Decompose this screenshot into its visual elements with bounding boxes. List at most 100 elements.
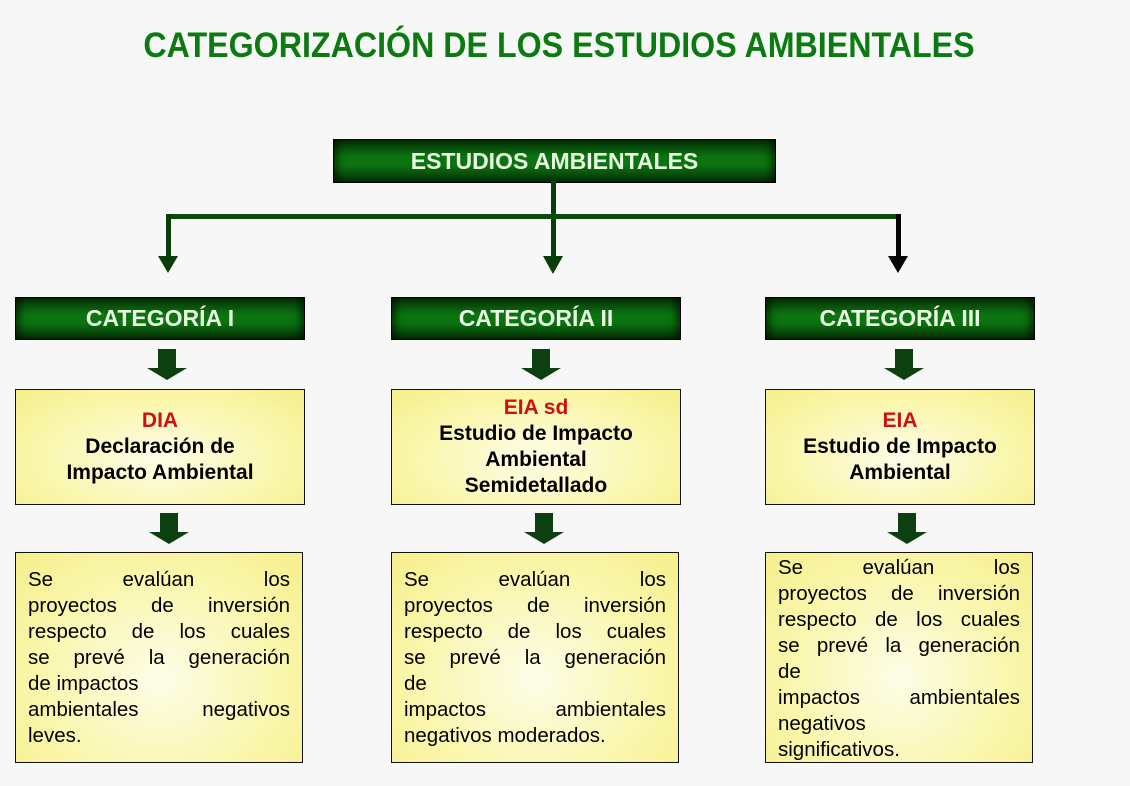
description-line: impactos ambientales [778, 685, 1020, 711]
arrowhead-down-icon [158, 256, 178, 273]
description-line: significativos. [778, 737, 1020, 763]
category-3-document-box: EIA Estudio de Impacto Ambiental [765, 389, 1035, 505]
description-word: los [263, 568, 290, 591]
description-line: de [778, 659, 1020, 685]
arrowhead-down-icon [888, 256, 908, 273]
document-name-line: Impacto Ambiental [66, 461, 254, 484]
block-arrow-down-icon [884, 349, 924, 380]
description-word: generación [188, 646, 290, 669]
description-word: la [148, 646, 165, 669]
description-word: ambientales [555, 698, 666, 721]
document-name-line: Semidetallado [464, 474, 608, 497]
description-word: Se [28, 568, 54, 591]
description-word: los [916, 608, 943, 631]
description-word: los [639, 568, 666, 591]
description-word: impactos [404, 698, 487, 721]
description-word: de impactos [28, 672, 139, 695]
description-word: evalúan [498, 568, 571, 591]
description-word: Se [404, 568, 430, 591]
page-title: CATEGORIZACIÓN DE LOS ESTUDIOS AMBIENTAL… [143, 26, 975, 65]
description-word: los [555, 620, 582, 643]
category-2-header: CATEGORÍA II [391, 297, 681, 340]
description-word: de [527, 594, 550, 617]
description-word: se [28, 646, 50, 669]
block-arrow-down-icon [524, 513, 564, 544]
category-2-label: CATEGORÍA II [458, 305, 614, 331]
arrowhead-down-icon [543, 256, 563, 274]
document-abbreviation: DIA [141, 409, 179, 432]
description-word: de [404, 672, 427, 695]
description-word: negativos [202, 698, 290, 721]
description-line: proyectos de inversión [404, 593, 666, 619]
description-word: evalúan [862, 556, 935, 579]
category-3-header: CATEGORÍA III [765, 297, 1035, 340]
description-word: de [131, 620, 155, 643]
description-word: respecto [28, 620, 107, 643]
connector-left-branch [158, 214, 178, 273]
document-name-line: Ambiental [849, 461, 951, 484]
description-word: generación [918, 634, 1020, 657]
description-word: cuales [606, 620, 666, 643]
connector-trunk [166, 181, 899, 257]
description-word: generación [564, 646, 666, 669]
block-arrow-down-icon [521, 349, 561, 380]
category-3-label: CATEGORÍA III [819, 305, 981, 331]
description-line: negativos [778, 711, 1020, 737]
block-arrow-down-icon [887, 513, 927, 544]
document-abbreviation: EIA sd [503, 396, 569, 419]
description-word: los [179, 620, 206, 643]
description-word: Se [778, 556, 804, 579]
description-word: de [874, 608, 898, 631]
description-word: de [507, 620, 531, 643]
category-1-header: CATEGORÍA I [15, 297, 305, 340]
description-word: respecto [778, 608, 857, 631]
description-word: la [885, 634, 902, 657]
connector-middle-branch [543, 256, 563, 274]
root-node-label: ESTUDIOS AMBIENTALES [410, 147, 699, 174]
description-word: inversión [583, 594, 666, 617]
description-word: de [151, 594, 174, 617]
category-1-label: CATEGORÍA I [85, 305, 235, 331]
document-name-line: Estudio de Impacto [439, 422, 633, 445]
category-2-document-box: EIA sd Estudio de Impacto Ambiental Semi… [391, 389, 681, 505]
description-word: se [778, 634, 800, 657]
description-word: de [891, 582, 914, 605]
description-word: significativos. [778, 738, 900, 761]
description-word: se [404, 646, 426, 669]
root-node-estudios-ambientales: ESTUDIOS AMBIENTALES [333, 139, 776, 183]
description-line: respecto de los cuales [404, 619, 666, 645]
description-line: de impactos [28, 671, 290, 697]
description-word: negativos moderados. [404, 724, 606, 747]
connector-right-branch [888, 214, 908, 273]
description-line: Se evalúan los [404, 567, 666, 593]
description-word: prevé [449, 646, 501, 669]
description-word: ambientales [909, 686, 1020, 709]
description-word: impactos [778, 686, 861, 709]
description-word: negativos [778, 712, 866, 735]
description-line: de [404, 671, 666, 697]
document-name-line: Declaración de [85, 435, 235, 458]
description-line: impactos ambientales [404, 697, 666, 723]
description-word: cuales [960, 608, 1020, 631]
block-arrow-down-icon [147, 349, 187, 380]
description-line: proyectos de inversión [778, 581, 1020, 607]
tree-connector-lines [158, 181, 908, 274]
description-word: de [778, 660, 801, 683]
description-word: inversión [207, 594, 290, 617]
description-word: respecto [404, 620, 483, 643]
description-word: proyectos [404, 594, 493, 617]
description-word: proyectos [778, 582, 867, 605]
description-word: la [524, 646, 541, 669]
document-name-line: Ambiental [485, 448, 587, 471]
description-word: inversión [937, 582, 1020, 605]
